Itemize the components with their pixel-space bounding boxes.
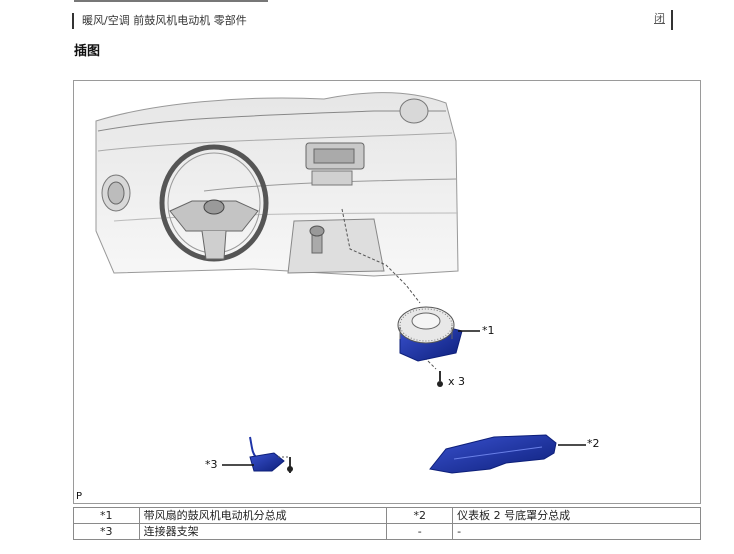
legend-desc: 带风扇的鼓风机电动机分总成: [138, 507, 388, 524]
legend-mark: *3: [73, 523, 140, 540]
dashboard-drawing: [95, 92, 459, 277]
breadcrumb-text: 暖风/空调 前鼓风机电动机 零部件: [82, 14, 247, 27]
breadcrumb: 暖风/空调 前鼓风机电动机 零部件: [72, 13, 247, 29]
legend-desc: 连接器支架: [138, 523, 388, 540]
legend-table: *1 带风扇的鼓风机电动机分总成 *2 仪表板 2 号底罩分总成 *3 连接器支…: [73, 507, 701, 540]
legend-desc: -: [452, 523, 701, 540]
connector-bracket-drawing: [249, 436, 293, 473]
legend-desc: 仪表板 2 号底罩分总成: [452, 507, 701, 524]
callout-2: *2: [587, 437, 600, 450]
callout-1: *1: [482, 324, 495, 337]
legend-row: *1 带风扇的鼓风机电动机分总成 *2 仪表板 2 号底罩分总成: [73, 507, 701, 524]
close-link[interactable]: 闭: [654, 12, 665, 25]
legend-mark: *2: [386, 507, 454, 524]
top-rule: [74, 0, 268, 2]
callout-qty: x 3: [448, 375, 465, 388]
illustration-frame: *1 x 3 *2 *3 P: [73, 80, 701, 504]
screw-drawing: [437, 371, 443, 387]
blower-motor-drawing: [397, 306, 463, 362]
legend-mark: -: [386, 523, 454, 540]
illustration-svg: *1 x 3 *2 *3: [95, 92, 600, 474]
under-cover-drawing: [429, 434, 557, 474]
header-actions: 闭: [654, 10, 673, 30]
callout-3: *3: [205, 458, 218, 471]
figure-id: P: [76, 491, 83, 502]
section-title: 插图: [74, 44, 101, 59]
legend-mark: *1: [73, 507, 140, 524]
legend-row: *3 连接器支架 - -: [73, 523, 701, 540]
